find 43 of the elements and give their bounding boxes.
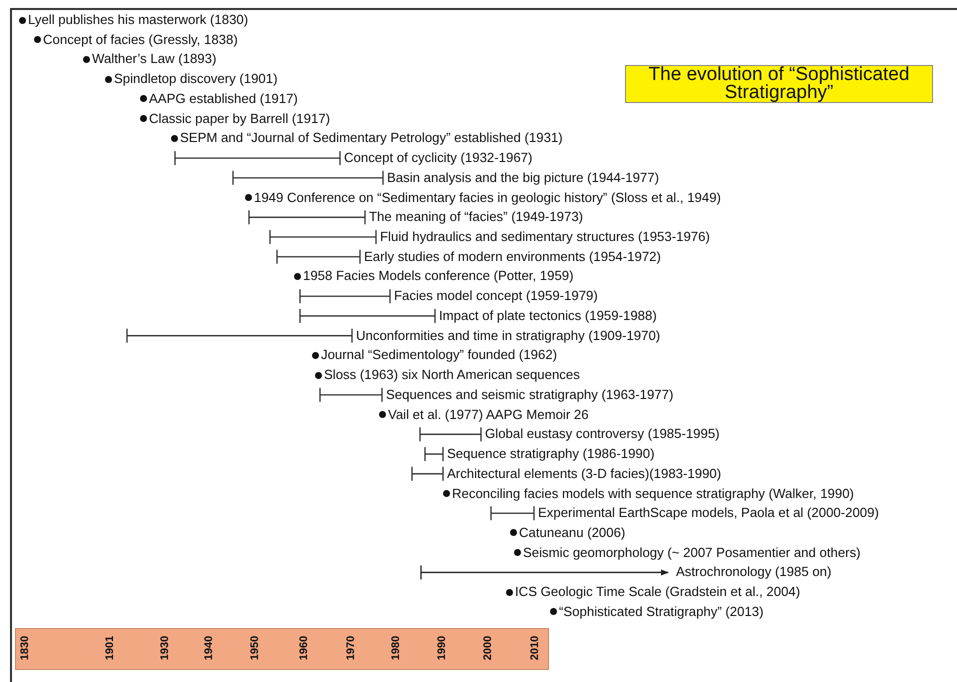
event-label: Facies model concept (1959-1979)	[394, 288, 598, 304]
event-label: AAPG established (1917)	[149, 90, 298, 106]
event-label: Sequence stratigraphy (1986-1990)	[447, 446, 654, 462]
event-label: Walther’s Law (1893)	[92, 51, 216, 66]
event-label: Reconciling facies models with sequence stratigraphy (Walker, 1990)	[452, 486, 854, 501]
event-label: Architectural elements (3-D facies)(1983-1990)	[447, 466, 722, 481]
title-text: The evolution of “Sophisticated Stratigraphy”	[648, 66, 910, 102]
event-label: Sloss (1963) six North American sequences	[324, 367, 580, 382]
event-label: Seismic geomorphology (~ 2007 Posamentier and others)	[523, 544, 861, 560]
year-tick-label: 1950	[249, 636, 262, 660]
event-label: Concept of cyclicity (1932-1967)	[344, 150, 532, 166]
event-label: SEPM and “Journal of Sedimentary Petrology” established (1931)	[180, 130, 563, 146]
event-label: Classic paper by Barrell (1917)	[149, 110, 330, 126]
event-label: Experimental EarthScape models, Paola et al (2000-2009)	[538, 505, 879, 520]
event-label: Lyell publishes his masterwork (1830)	[28, 12, 248, 27]
event-label: Global eustasy controversy (1985-1995)	[485, 426, 720, 442]
event-label: Impact of plate tectonics (1959-1988)	[439, 308, 657, 323]
year-tick-label: 2000	[482, 636, 494, 660]
year-tick-label: 1970	[345, 636, 358, 660]
event-label: The meaning of “facies” (1949-1973)	[369, 209, 584, 224]
event-label: “Sophisticated Stratigraphy” (2013)	[559, 604, 764, 619]
event-label: Concept of facies (Gressly, 1838)	[43, 32, 238, 47]
event-label: Journal “Sedimentology” founded (1962)	[321, 347, 558, 362]
event-label: Catuneanu (2006)	[519, 524, 626, 540]
event-label: Fluid hydraulics and sedimentary structures (1953-1976)	[380, 229, 710, 244]
event-label: Basin analysis and the big picture (1944-1977)	[387, 170, 659, 185]
event-label: Sequences and seismic stratigraphy (1963-1977)	[386, 386, 674, 402]
year-tick-label: 1940	[203, 636, 216, 660]
year-tick-label: 1830	[19, 636, 32, 660]
event-label: Vail et al. (1977) AAPG Memoir 26	[388, 406, 589, 422]
event-label: Early studies of modern environments (1954-1972)	[364, 248, 661, 264]
event-label: Astrochronology (1985 on)	[676, 564, 832, 580]
year-tick-label: 1930	[159, 636, 172, 660]
event-label: Unconformities and time in stratigraphy (1909-1970)	[356, 328, 660, 343]
event-label: ICS Geologic Time Scale (Gradstein et al., 2004)	[515, 584, 800, 600]
year-tick-label: 2010	[529, 636, 542, 660]
event-label: 1949 Conference on “Sedimentary facies in geologic history” (Sloss et al., 1949)	[254, 190, 721, 205]
year-tick-label: 1960	[298, 636, 310, 660]
event-label: 1958 Facies Models conference (Potter, 1959)	[303, 268, 574, 284]
year-tick-label: 1980	[390, 636, 402, 660]
event-label: Spindletop discovery (1901)	[114, 71, 278, 86]
year-tick-label: 1901	[104, 636, 116, 660]
year-tick-label: 1990	[436, 636, 448, 660]
